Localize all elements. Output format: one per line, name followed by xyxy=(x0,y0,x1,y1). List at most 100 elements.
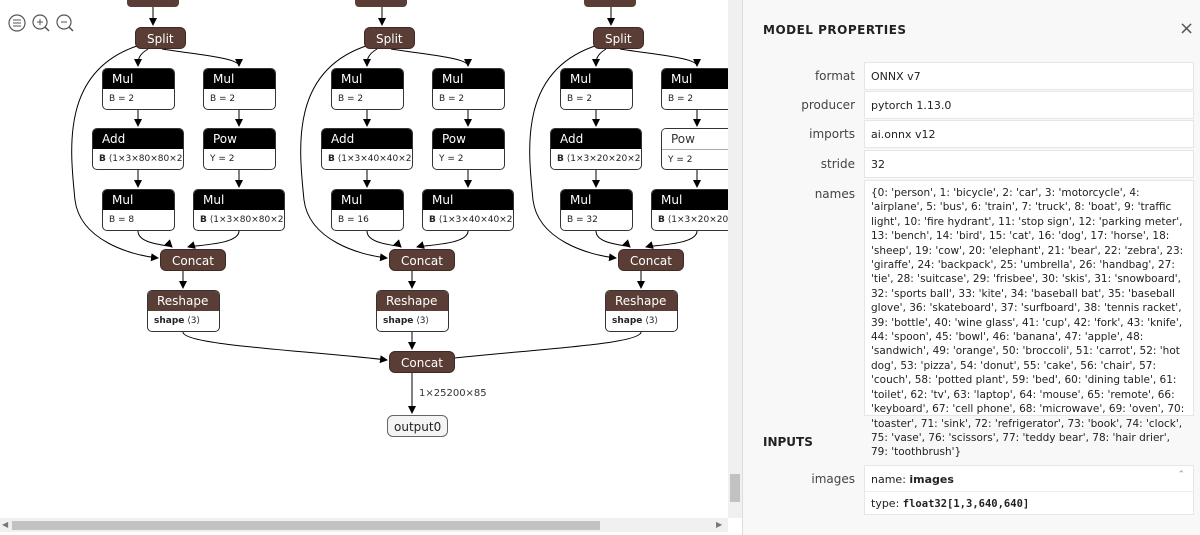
output-node[interactable]: output0 xyxy=(387,415,449,437)
graph-edge xyxy=(436,331,642,364)
horizontal-scroll-thumb[interactable] xyxy=(12,521,600,530)
graph-edge xyxy=(161,48,243,67)
graph-edge xyxy=(363,48,378,67)
mul-node-attr-value: ⟨1×3×20×20×2⟩ xyxy=(667,215,728,225)
panel-title: MODEL PROPERTIES xyxy=(763,23,907,37)
mul-node-attr: B = 2 xyxy=(668,94,694,104)
split-node[interactable]: Split xyxy=(364,27,415,49)
add-node-title: Add xyxy=(93,129,183,149)
mul-node-title: Mul xyxy=(652,190,728,210)
mul-node-attr: B = 2 xyxy=(210,94,236,104)
close-icon[interactable]: × xyxy=(1179,18,1195,39)
zoom-out-icon[interactable] xyxy=(56,14,74,32)
reshape-node-attr-value: ⟨3⟩ xyxy=(645,316,659,326)
reshape-node-attr-key: shape xyxy=(612,316,643,326)
producer-value: pytorch 1.13.0 xyxy=(864,91,1194,119)
mul-node-attr: B = 32 xyxy=(567,215,598,225)
parent-node-stub[interactable] xyxy=(355,0,407,7)
model-properties-panel: MODEL PROPERTIES × format ONNX v7 produc… xyxy=(742,0,1200,535)
mul-node-title: Mul xyxy=(561,190,632,210)
final-concat-node[interactable]: Concat xyxy=(389,351,455,373)
concat-node[interactable]: Concat xyxy=(160,249,226,271)
graph-edge xyxy=(595,230,631,248)
mul-node-attr: B ⟨1×3×80×80×2⟩ xyxy=(194,210,284,230)
input-name-key: name: xyxy=(871,473,906,486)
parent-node-stub[interactable] xyxy=(584,0,636,7)
graph-edge xyxy=(137,230,173,248)
mul-node-attr-key: B xyxy=(200,215,207,225)
mul-node[interactable]: Mul B = 2 xyxy=(203,68,276,110)
add-node-attr-key: B xyxy=(99,154,106,164)
mul-node-attr-key: B xyxy=(429,215,436,225)
concat-node[interactable]: Concat xyxy=(389,249,455,271)
graph-edge xyxy=(416,230,469,249)
add-node-attr-value: ⟨1×3×80×80×2⟩ xyxy=(108,154,183,164)
stride-value: 32 xyxy=(864,150,1194,178)
mul-node-title: Mul xyxy=(561,69,632,89)
mul-node[interactable]: Mul B = 2 xyxy=(661,68,728,110)
pow-node-attr: Y = 2 xyxy=(439,154,464,164)
graph-edges xyxy=(71,7,701,414)
graph-edge xyxy=(529,44,617,262)
expand-icon[interactable]: ⌃ xyxy=(1177,470,1185,480)
graph-edge xyxy=(134,48,149,67)
add-node-title: Add xyxy=(322,129,412,149)
mul-node-attr: B = 2 xyxy=(439,94,465,104)
reshape-node-attr-value: ⟨3⟩ xyxy=(187,316,201,326)
mul-node-attr: B = 8 xyxy=(109,215,135,225)
mul-node-title: Mul xyxy=(423,190,513,210)
reshape-node-attr: shape ⟨3⟩ xyxy=(606,311,677,331)
scroll-right-icon[interactable]: ▶ xyxy=(716,520,723,529)
concat-node[interactable]: Concat xyxy=(618,249,684,271)
input-images-label: images xyxy=(811,472,855,486)
mul-node-title: Mul xyxy=(103,190,174,210)
stride-label: stride xyxy=(820,157,855,171)
scroll-left-icon[interactable]: ◀ xyxy=(2,520,9,529)
split-node[interactable]: Split xyxy=(593,27,644,49)
mul-node-attr-value: ⟨1×3×40×40×2⟩ xyxy=(438,215,513,225)
mul-node-title: Mul xyxy=(204,69,275,89)
zoom-in-icon[interactable] xyxy=(32,14,50,32)
reshape-node-attr-key: shape xyxy=(383,316,414,326)
mul-node-title: Mul xyxy=(332,190,403,210)
input-type-value: float32[1,3,640,640] xyxy=(902,498,1030,510)
vertical-scrollbar[interactable] xyxy=(728,0,742,518)
add-node-attr-value: ⟨1×3×20×20×2⟩ xyxy=(566,154,641,164)
horizontal-scrollbar[interactable]: ◀ ▶ xyxy=(0,518,728,532)
pow-node-attr: Y = 2 xyxy=(210,154,235,164)
input-name-value: images xyxy=(909,473,954,486)
reshape-node-title: Reshape xyxy=(606,291,677,311)
graph-edge xyxy=(187,230,240,249)
format-value: ONNX v7 xyxy=(864,62,1194,90)
mul-node-title: Mul xyxy=(662,69,728,89)
mul-node[interactable]: Mul B = 32 xyxy=(560,189,633,231)
vertical-scroll-thumb[interactable] xyxy=(730,474,740,502)
input-images-card[interactable]: name: images ⌃ type: float32[1,3,640,640… xyxy=(864,465,1194,515)
menu-icon[interactable] xyxy=(8,14,26,32)
split-node[interactable]: Split xyxy=(135,27,186,49)
mul-node-attr: B ⟨1×3×20×20×2⟩ xyxy=(652,210,728,230)
parent-node-stub[interactable] xyxy=(127,0,179,7)
mul-node-title: Mul xyxy=(103,69,174,89)
output-edge-label: 1×25200×85 xyxy=(419,388,487,399)
graph-edge xyxy=(300,44,388,262)
mul-node[interactable]: Mul B = 8 xyxy=(102,189,175,231)
